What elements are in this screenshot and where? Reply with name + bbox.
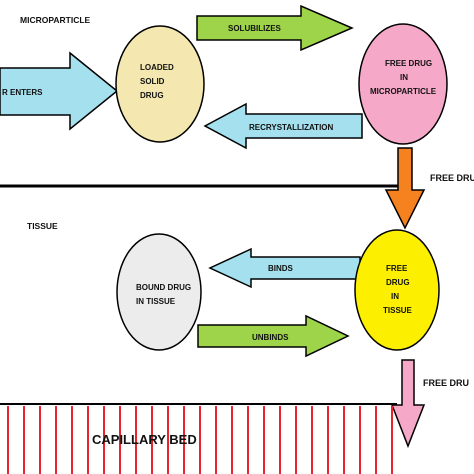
loaded-solid-drug-label-2: SOLID <box>140 77 165 86</box>
free-drug-microparticle-label-1: FREE DRUG <box>385 59 432 68</box>
solubilizes-arrow <box>196 4 354 52</box>
free-drug-tissue-label-4: TISSUE <box>383 306 413 315</box>
capillary-bed-label: CAPILLARY BED <box>92 432 197 447</box>
free-drug-tissue-label-1: FREE <box>386 264 408 273</box>
enters-arrow <box>0 51 119 131</box>
section-label-microparticle: MICROPARTICLE <box>20 15 91 25</box>
binds-arrow-label: BINDS <box>268 264 294 273</box>
unbinds-arrow <box>197 314 350 358</box>
recrystallization-arrow <box>203 102 363 150</box>
loaded-solid-drug-label-1: LOADED <box>140 63 174 72</box>
free-drug-microparticle-node <box>358 23 448 145</box>
enters-arrow-label: R ENTERS <box>2 88 43 97</box>
section-label-tissue: TISSUE <box>27 221 58 231</box>
solubilizes-arrow-label: SOLUBILIZES <box>228 24 282 33</box>
free-drug-release-arrow <box>384 147 426 230</box>
loaded-solid-drug-node <box>115 25 205 143</box>
binds-arrow <box>208 247 361 289</box>
recrystallization-arrow-label: RECRYSTALLIZATION <box>249 123 334 132</box>
free-drug-tissue-label-2: DRUG <box>386 278 410 287</box>
free-drug-absorption-arrow <box>390 359 426 449</box>
unbinds-arrow-label: UNBINDS <box>252 333 289 342</box>
bound-drug-tissue-label-2: IN TISSUE <box>136 297 176 306</box>
free-drug-microparticle-label-3: MICROPARTICLE <box>370 87 437 96</box>
free-drug-tissue-label-3: IN <box>391 292 399 301</box>
capillary-bed <box>0 403 397 474</box>
free-drug-tissue-node <box>354 229 440 351</box>
loaded-solid-drug-label-3: DRUG <box>140 91 164 100</box>
bound-drug-tissue-node <box>116 233 202 351</box>
bound-drug-tissue-label-1: BOUND DRUG <box>136 283 191 292</box>
free-drug-microparticle-label-2: IN <box>400 73 408 82</box>
capillary-vessels <box>7 406 393 474</box>
free-drug-release-label: FREE DRU <box>430 173 474 183</box>
free-drug-absorption-label: FREE DRU <box>423 378 469 388</box>
